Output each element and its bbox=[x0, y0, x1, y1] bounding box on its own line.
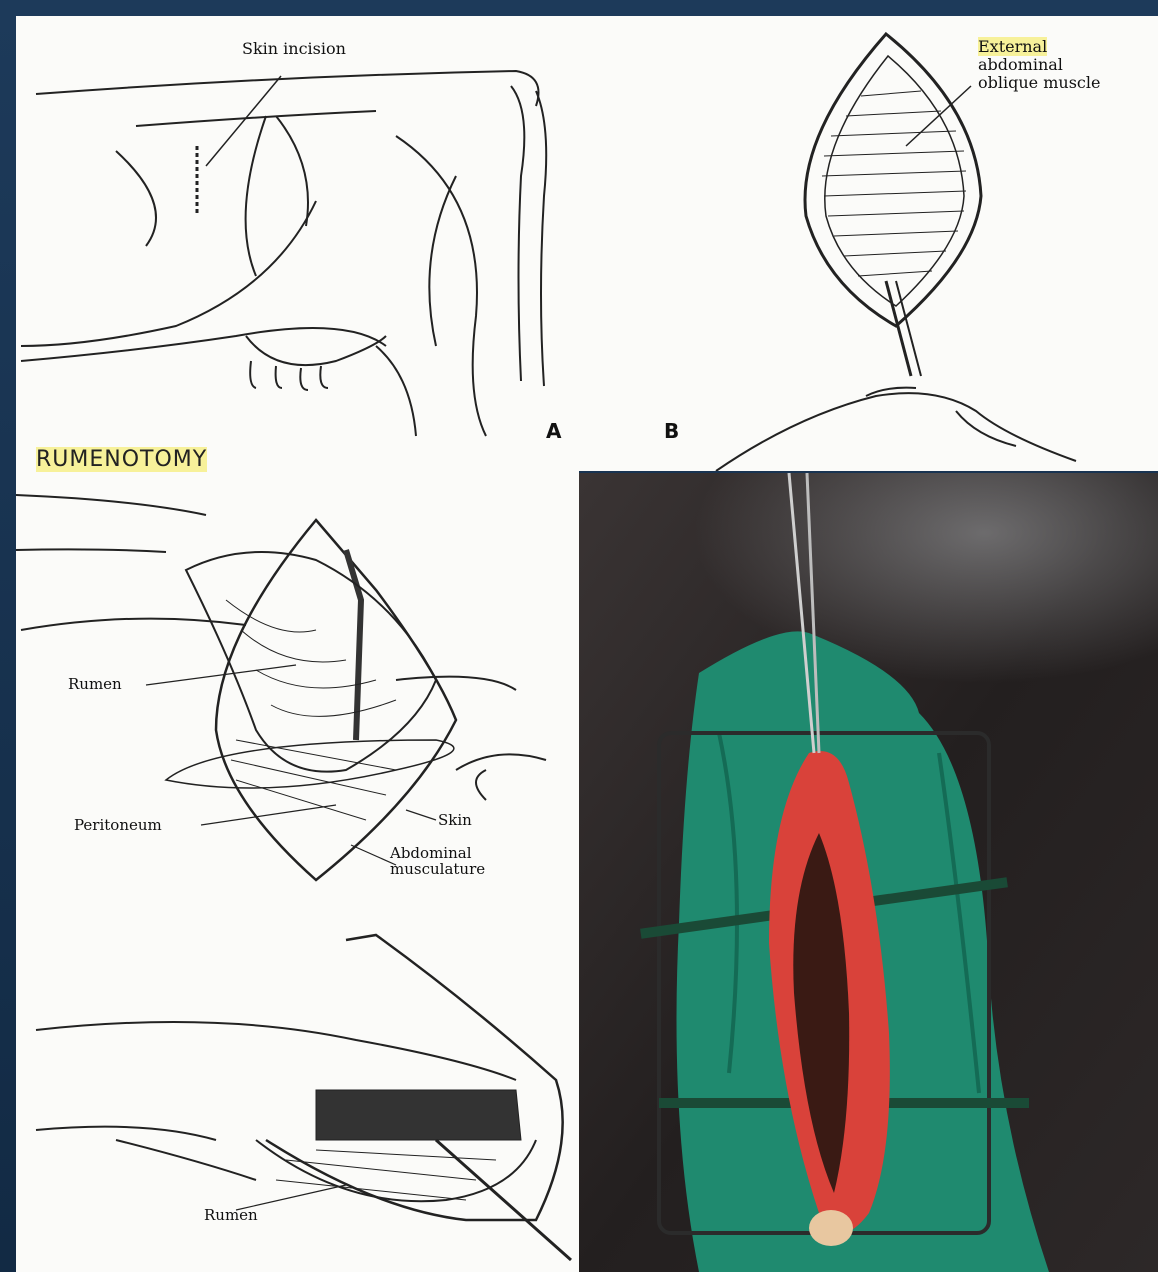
surgical-photo bbox=[579, 473, 1158, 1272]
abdominal-musculature-label: Abdominal musculature bbox=[390, 845, 485, 877]
top-illustration-panel: Skin incision External abdominal oblique… bbox=[16, 16, 1158, 471]
skin-label: Skin bbox=[438, 813, 472, 829]
rumen-label-upper: Rumen bbox=[68, 677, 122, 693]
rumenotomy-illustration-panel: RUMENOTOMY bbox=[16, 440, 579, 1272]
muscle-label-line-1: External bbox=[978, 37, 1047, 56]
panel-letter-b: B bbox=[664, 421, 679, 442]
peritoneum-label: Peritoneum bbox=[74, 818, 162, 834]
musculature-line-2: musculature bbox=[390, 860, 485, 878]
external-oblique-label: External abdominal oblique muscle bbox=[978, 38, 1100, 92]
muscle-label-line-2: abdominal bbox=[978, 55, 1063, 74]
panel-letter-a: A bbox=[546, 421, 561, 442]
muscle-label-line-3: oblique muscle bbox=[978, 73, 1100, 92]
rumen-label-lower: Rumen bbox=[204, 1208, 258, 1224]
rumenotomy-photo-illustration bbox=[579, 473, 1158, 1272]
rumen-exteriorization-drawing bbox=[16, 440, 579, 1272]
skin-incision-label: Skin incision bbox=[242, 41, 346, 58]
